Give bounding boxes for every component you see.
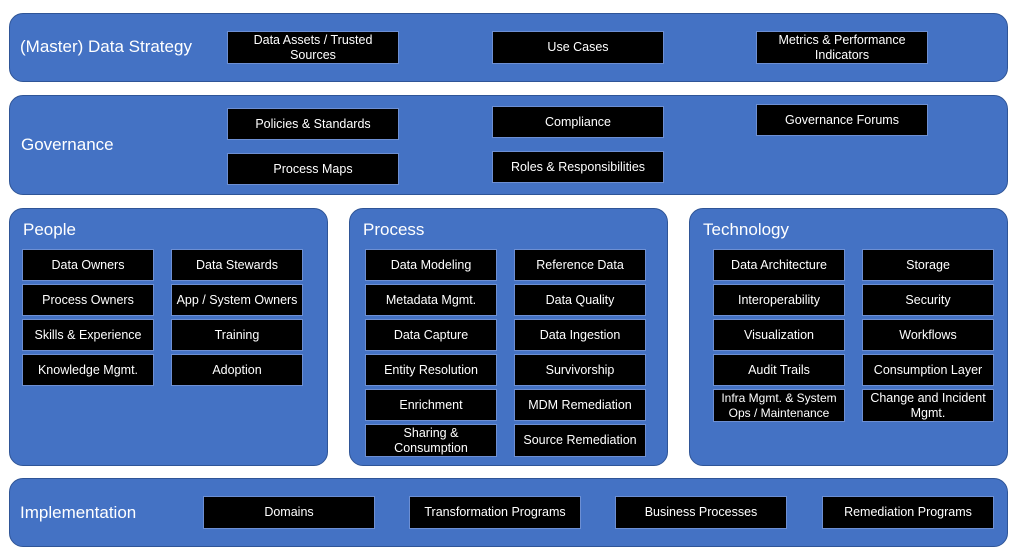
process-item: Reference Data <box>514 249 646 281</box>
people-item: Data Owners <box>22 249 154 281</box>
technology-title: Technology <box>703 220 790 239</box>
people-item: Data Stewards <box>171 249 303 281</box>
technology-item: Change and Incident Mgmt. <box>862 389 994 422</box>
technology-item: Security <box>862 284 994 316</box>
people-item: Adoption <box>171 354 303 386</box>
process-item: Sharing & Consumption <box>365 424 497 457</box>
technology-item: Interoperability <box>713 284 845 316</box>
process-item: Entity Resolution <box>365 354 497 386</box>
technology-item: Storage <box>862 249 994 281</box>
process-item: Source Remediation <box>514 424 646 457</box>
technology-item: Data Architecture <box>713 249 845 281</box>
process-item: Metadata Mgmt. <box>365 284 497 316</box>
policies-standards-box: Policies & Standards <box>227 108 399 140</box>
people-item: Knowledge Mgmt. <box>22 354 154 386</box>
technology-item: Consumption Layer <box>862 354 994 386</box>
governance-forums-box: Governance Forums <box>756 104 928 136</box>
people-item: App / System Owners <box>171 284 303 316</box>
implementation-item: Domains <box>203 496 375 529</box>
implementation-item: Remediation Programs <box>822 496 994 529</box>
compliance-box: Compliance <box>492 106 664 138</box>
people-item: Training <box>171 319 303 351</box>
process-item: Survivorship <box>514 354 646 386</box>
implementation-item: Transformation Programs <box>409 496 581 529</box>
data-assets-box: Data Assets / Trusted Sources <box>227 31 399 64</box>
process-item: MDM Remediation <box>514 389 646 421</box>
implementation-item: Business Processes <box>615 496 787 529</box>
implementation-title: Implementation <box>20 503 137 522</box>
process-item: Data Modeling <box>365 249 497 281</box>
data-strategy-title: (Master) Data Strategy <box>20 37 192 56</box>
technology-item: Audit Trails <box>713 354 845 386</box>
process-maps-box: Process Maps <box>227 153 399 185</box>
governance-title: Governance <box>21 135 114 154</box>
technology-item: Infra Mgmt. & System Ops / Maintenance <box>713 389 845 422</box>
technology-item: Workflows <box>862 319 994 351</box>
process-title: Process <box>363 220 425 239</box>
roles-responsibilities-box: Roles & Responsibilities <box>492 151 664 183</box>
process-item: Data Ingestion <box>514 319 646 351</box>
metrics-box: Metrics & Performance Indicators <box>756 31 928 64</box>
technology-item: Visualization <box>713 319 845 351</box>
people-title: People <box>23 220 76 239</box>
process-item: Enrichment <box>365 389 497 421</box>
use-cases-box: Use Cases <box>492 31 664 64</box>
people-item: Skills & Experience <box>22 319 154 351</box>
people-item: Process Owners <box>22 284 154 316</box>
process-item: Data Quality <box>514 284 646 316</box>
process-item: Data Capture <box>365 319 497 351</box>
